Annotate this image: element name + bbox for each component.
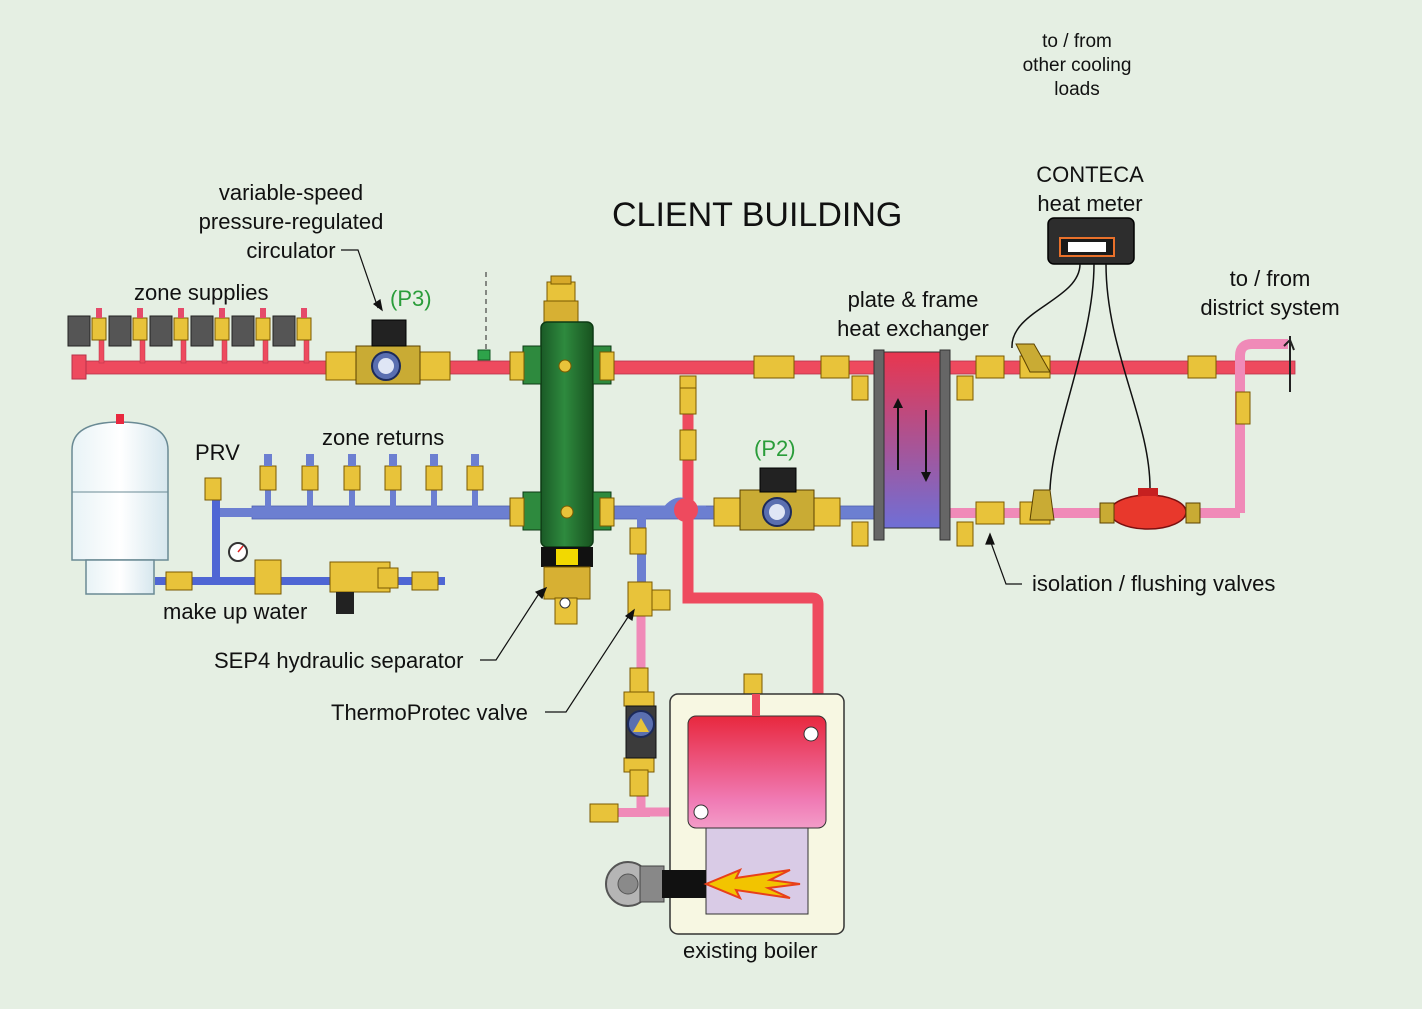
zone-returns-label: zone returns	[322, 425, 445, 450]
page-title: CLIENT BUILDING	[612, 196, 903, 234]
circulator-label: variable-speed pressure-regulated circul…	[186, 178, 396, 265]
p3-label: (P3)	[390, 286, 432, 311]
hx-line-1: plate & frame	[847, 287, 979, 312]
cooling-loads-line-2: other cooling	[1022, 55, 1132, 76]
heat-meter-label: CONTECA heat meter	[1020, 160, 1160, 218]
return-drop-pipe	[637, 518, 646, 608]
district-line-1: to / from	[1229, 266, 1311, 291]
zone-supply-valves	[67, 308, 312, 347]
flow-meter	[1099, 488, 1201, 530]
circulator-line-2: pressure-regulated	[198, 209, 384, 234]
cooling-loads-label: to / from other cooling loads	[1012, 30, 1142, 102]
circulator-p3	[355, 319, 421, 385]
prv-label: PRV	[195, 440, 240, 465]
return-drops	[265, 488, 478, 508]
pressure-gauge	[228, 542, 354, 614]
thermoprotec-label: ThermoProtec valve	[331, 700, 528, 725]
return-header-thin	[212, 508, 256, 517]
leader-lines	[341, 249, 1022, 713]
zone-return-valves	[259, 454, 484, 491]
boiler-supply-pipe	[682, 378, 824, 735]
supply-header-end	[71, 354, 87, 380]
isolation-valves-label: isolation / flushing valves	[1032, 571, 1276, 596]
heat-exchanger-label: plate & frame heat exchanger	[822, 285, 1004, 343]
strainers	[1015, 343, 1055, 521]
district-return-riser	[1235, 339, 1288, 513]
district-system-label: to / from district system	[1180, 264, 1360, 322]
hx-line-2: heat exchanger	[837, 316, 989, 341]
cooling-loads-line-1: to / from	[1042, 31, 1112, 52]
circulator-line-1: variable-speed	[218, 180, 364, 205]
heat-meter-line-1: CONTECA	[1036, 162, 1144, 187]
expansion-tank	[71, 414, 169, 595]
plate-frame-heat-exchanger	[873, 349, 951, 541]
sep4-label: SEP4 hydraulic separator	[214, 648, 464, 673]
existing-boiler	[605, 693, 845, 935]
zone-supplies-label: zone supplies	[134, 280, 269, 305]
makeup-water-pipe	[155, 577, 445, 585]
supply-header-pipe	[79, 360, 1296, 375]
brass-fittings	[165, 351, 1251, 823]
boiler-circulator	[625, 705, 657, 759]
cooling-loads-line-3: loads	[1054, 79, 1100, 100]
existing-boiler-label: existing boiler	[683, 938, 818, 963]
district-line-2: district system	[1200, 295, 1340, 320]
district-return-pipe	[940, 508, 1240, 518]
district-break	[1283, 336, 1295, 392]
conteca-heat-meter	[1011, 217, 1151, 491]
heat-meter-line-2: heat meter	[1037, 191, 1143, 216]
p2-label: (P2)	[754, 436, 796, 461]
circulator-p2	[739, 467, 815, 531]
makeup-water-label: make up water	[163, 599, 308, 624]
prv-drop-pipe	[212, 497, 220, 583]
sep4-hydraulic-separator	[477, 272, 612, 625]
circulator-line-3: circulator	[246, 238, 336, 263]
